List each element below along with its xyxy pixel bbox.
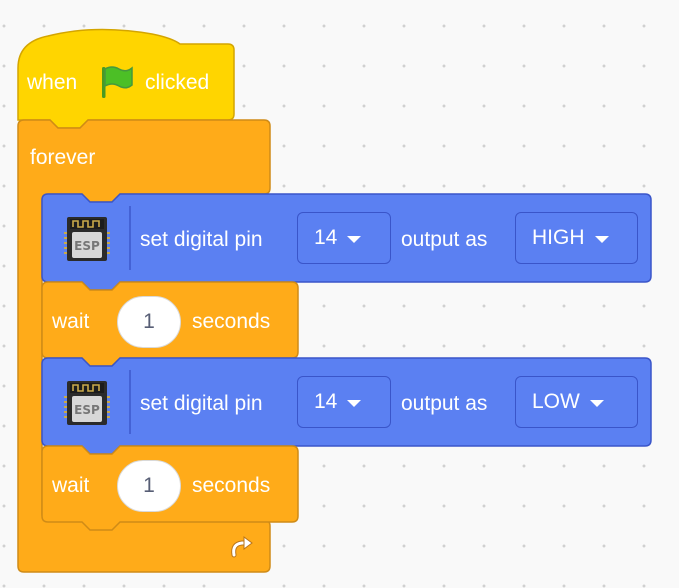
seconds-input[interactable]: 1 [117,296,181,348]
icon-separator [129,370,131,434]
output-level-value: HIGH [532,226,585,249]
wait-label: wait [52,310,90,333]
green-flag-icon [102,66,133,98]
hat-label-clicked: clicked [145,71,210,94]
wait-label: wait [52,474,90,497]
pin-dropdown[interactable]: 14 [297,212,391,264]
output-level-dropdown[interactable]: HIGH [515,212,638,264]
seconds-value: 1 [143,310,155,333]
pin-dropdown[interactable]: 14 [297,376,391,428]
output-as-label: output as [401,392,488,415]
seconds-input[interactable]: 1 [117,460,181,512]
icon-separator [129,206,131,270]
loop-arrow-icon [231,536,253,558]
seconds-label: seconds [192,310,271,333]
dropdown-arrow-icon [347,399,362,407]
output-level-value: LOW [532,390,580,413]
svg-text:ESP: ESP [74,239,100,253]
seconds-value: 1 [143,474,155,497]
pin-dropdown-value: 14 [314,226,338,249]
set-pin-label: set digital pin [140,392,263,415]
hat-label-when: when [27,71,78,94]
pin-dropdown-value: 14 [314,390,338,413]
esp-module-icon: ESP [64,217,110,261]
set-pin-label: set digital pin [140,228,263,251]
seconds-label: seconds [192,474,271,497]
dropdown-arrow-icon [347,235,362,243]
svg-text:ESP: ESP [74,403,100,417]
output-level-dropdown[interactable]: LOW [515,376,638,428]
dropdown-arrow-icon [589,399,604,407]
output-as-label: output as [401,228,488,251]
forever-label: forever [30,146,96,169]
dropdown-arrow-icon [594,235,609,243]
esp-module-icon: ESP [64,381,110,425]
